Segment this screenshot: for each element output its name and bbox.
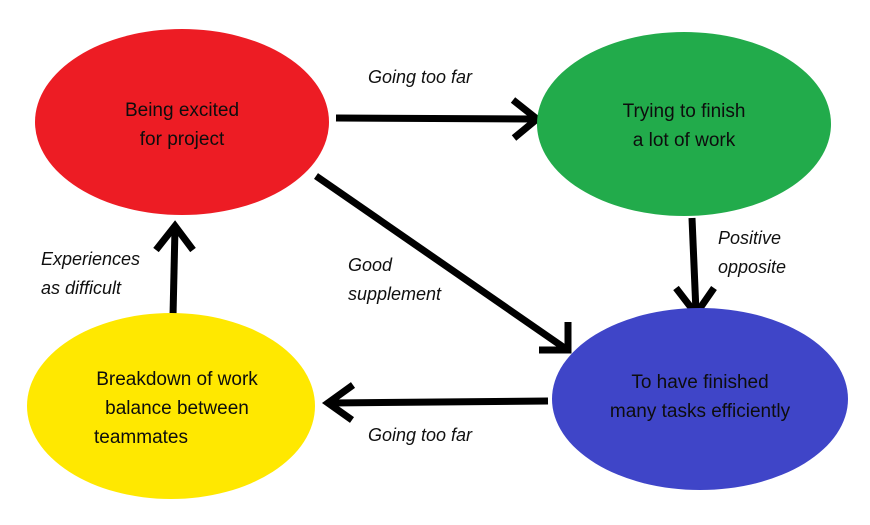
node-trying-to-finish-a-lot-of-work-line1: Trying to finish — [623, 101, 746, 122]
node-trying-to-finish-a-lot-of-work-shape — [537, 32, 831, 216]
node-to-have-finished-many-tasks-efficiently[interactable]: To have finished many tasks efficiently — [552, 308, 848, 490]
edge-trying-to-finished[interactable] — [673, 217, 717, 320]
edge-label-positive-opposite-line2: opposite — [718, 257, 786, 277]
node-breakdown-of-work-balance-between-teammates-line2: balance between — [105, 398, 249, 419]
edge-label-experiences-as-difficult-line2: as difficult — [41, 278, 122, 298]
node-being-excited-for-project-line2: for project — [140, 129, 225, 150]
node-to-have-finished-many-tasks-efficiently-line2: many tasks efficiently — [610, 401, 791, 422]
edge-breakdown-to-excited[interactable] — [153, 220, 196, 317]
edge-breakdown-to-excited-line — [169, 227, 179, 317]
node-being-excited-for-project-line1: Being excited — [125, 100, 239, 121]
node-breakdown-of-work-balance-between-teammates-shape — [27, 313, 315, 499]
edge-label-good-supplement-line2: supplement — [348, 284, 442, 304]
edge-label-positive-opposite-line1: Positive — [718, 228, 781, 248]
edge-label-going-too-far-top: Going too far — [368, 67, 473, 87]
node-to-have-finished-many-tasks-efficiently-shape — [552, 308, 848, 490]
node-trying-to-finish-a-lot-of-work[interactable]: Trying to finish a lot of work — [537, 32, 831, 216]
edge-excited-to-finished-line — [314, 173, 568, 352]
node-breakdown-of-work-balance-between-teammates-line1: Breakdown of work — [96, 369, 258, 390]
edge-finished-to-breakdown-arrowhead — [321, 382, 356, 423]
node-to-have-finished-many-tasks-efficiently-line1: To have finished — [631, 372, 768, 393]
edge-excited-to-trying[interactable] — [335, 97, 543, 141]
edge-breakdown-to-excited-arrowhead — [153, 220, 196, 253]
node-breakdown-of-work-balance-between-teammates-line3: teammates — [94, 427, 188, 448]
edge-label-going-too-far-bottom: Going too far — [368, 425, 473, 445]
edge-finished-to-breakdown-line — [329, 397, 549, 407]
node-trying-to-finish-a-lot-of-work-line2: a lot of work — [633, 130, 736, 151]
node-breakdown-of-work-balance-between-teammates[interactable]: Breakdown of work balance between teamma… — [27, 313, 315, 499]
node-being-excited-for-project[interactable]: Being excited for project — [35, 29, 329, 215]
edge-finished-to-breakdown[interactable] — [321, 382, 549, 423]
edge-excited-to-trying-arrowhead — [510, 97, 543, 141]
edge-excited-to-finished[interactable] — [314, 173, 572, 354]
edge-excited-to-trying-line — [335, 114, 535, 123]
node-being-excited-for-project-shape — [35, 29, 329, 215]
edge-label-experiences-as-difficult-line1: Experiences — [41, 249, 140, 269]
edge-label-good-supplement-line1: Good — [348, 255, 393, 275]
edge-excited-to-finished-arrowhead — [539, 322, 572, 354]
edge-trying-to-finished-line — [688, 217, 700, 313]
